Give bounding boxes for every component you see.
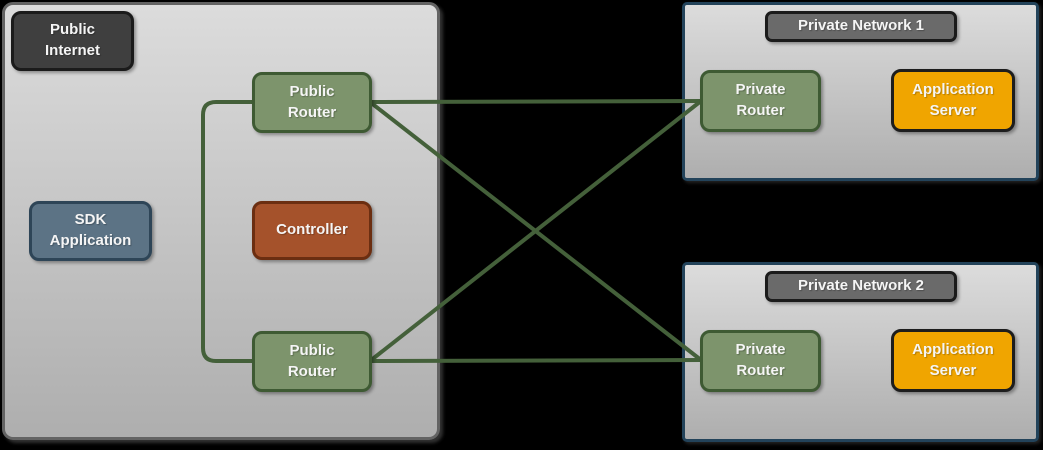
application-server-1-label-line2: Server: [929, 101, 977, 119]
node-private-router-1: Private Router: [700, 70, 821, 132]
private-router-2-label-line2: Router: [736, 362, 785, 379]
node-application-server-2: Application Server: [891, 329, 1015, 392]
node-public-router-top: Public Router: [252, 72, 372, 133]
node-public-router-bottom: Public Router: [252, 331, 372, 392]
sdk-application-label-line2: Application: [49, 232, 132, 249]
public-router-bottom-label-line1: Public: [289, 341, 335, 359]
node-controller: Controller: [252, 201, 372, 260]
public-internet-title-line1: Public: [49, 21, 95, 39]
private-router-1-label-line1: Private: [735, 81, 786, 99]
public-router-top-label-line1: Public: [289, 82, 335, 100]
application-server-2-label-line1: Application: [912, 340, 994, 358]
private-network-1-title-label: Private Network 1: [798, 17, 924, 35]
sdk-application-label-line1: SDK: [74, 211, 107, 229]
public-router-bottom-label-line2: Router: [287, 362, 337, 380]
node-sdk-application: SDK Application: [29, 201, 152, 261]
public-router-top-label-line2: Router: [287, 103, 337, 121]
public-internet-title-line2: Internet: [44, 42, 100, 59]
controller-label: Controller: [276, 221, 348, 239]
private-network-2-title-label: Private Network 2: [798, 277, 924, 295]
private-router-1-label-line2: Router: [736, 102, 785, 119]
private-network-2-title: Private Network 2: [765, 271, 957, 302]
node-application-server-1: Application Server: [891, 69, 1015, 132]
public-internet-title: Public Internet: [11, 11, 134, 71]
private-router-2-label-line1: Private: [735, 341, 786, 359]
application-server-1-label-line1: Application: [912, 80, 994, 98]
private-network-1-title: Private Network 1: [765, 11, 957, 42]
node-private-router-2: Private Router: [700, 330, 821, 392]
application-server-2-label-line2: Server: [929, 361, 977, 379]
